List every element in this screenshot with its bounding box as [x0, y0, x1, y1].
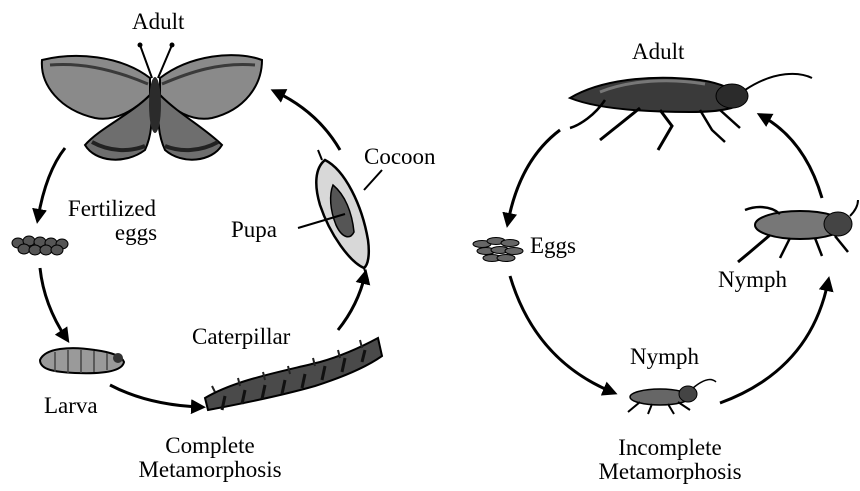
- label-cocoon: Cocoon: [364, 145, 436, 169]
- label-pupa: Pupa: [231, 218, 277, 242]
- label-adult-complete: Adult: [132, 10, 184, 34]
- nymph-small-illustration: [628, 380, 716, 414]
- label-fertilized-eggs-line1: Fertilized: [52, 197, 172, 221]
- label-larva: Larva: [44, 394, 98, 418]
- label-nymph-right: Nymph: [718, 268, 787, 292]
- arrow-eggs-to-larva: [40, 268, 66, 338]
- title-incomplete-metamorphosis: Incomplete Metamorphosis: [570, 436, 770, 484]
- title-incomplete-line2: Metamorphosis: [570, 460, 770, 484]
- grasshopper-eggs-illustration: [473, 238, 523, 262]
- butterfly-illustration: [42, 43, 262, 160]
- grasshopper-adult-illustration: [570, 74, 812, 150]
- label-nymph-bottom: Nymph: [630, 345, 699, 369]
- arrow-nymph-to-adult: [762, 116, 822, 198]
- title-incomplete-line1: Incomplete: [570, 436, 770, 460]
- title-complete-line1: Complete: [110, 434, 310, 458]
- cocoon-leader-line: [364, 170, 382, 190]
- larva-illustration: [40, 348, 124, 373]
- nymph-large-illustration: [738, 200, 858, 262]
- arrow-eggs-to-nymph: [510, 276, 612, 392]
- arrow-adult-to-eggs-right: [508, 130, 560, 222]
- title-complete-metamorphosis: Complete Metamorphosis: [110, 434, 310, 482]
- arrow-caterpillar-to-pupa: [338, 275, 365, 330]
- label-fertilized-eggs: Fertilized eggs: [52, 197, 172, 245]
- label-fertilized-eggs-line2: eggs: [52, 221, 172, 245]
- title-complete-line2: Metamorphosis: [110, 458, 310, 482]
- arrow-nymph-to-nymph: [720, 282, 828, 403]
- arrow-pupa-to-adult: [276, 92, 340, 150]
- arrow-larva-to-caterpillar: [110, 385, 200, 407]
- label-caterpillar: Caterpillar: [192, 325, 290, 349]
- label-eggs: Eggs: [530, 234, 576, 258]
- label-adult-incomplete: Adult: [632, 40, 684, 64]
